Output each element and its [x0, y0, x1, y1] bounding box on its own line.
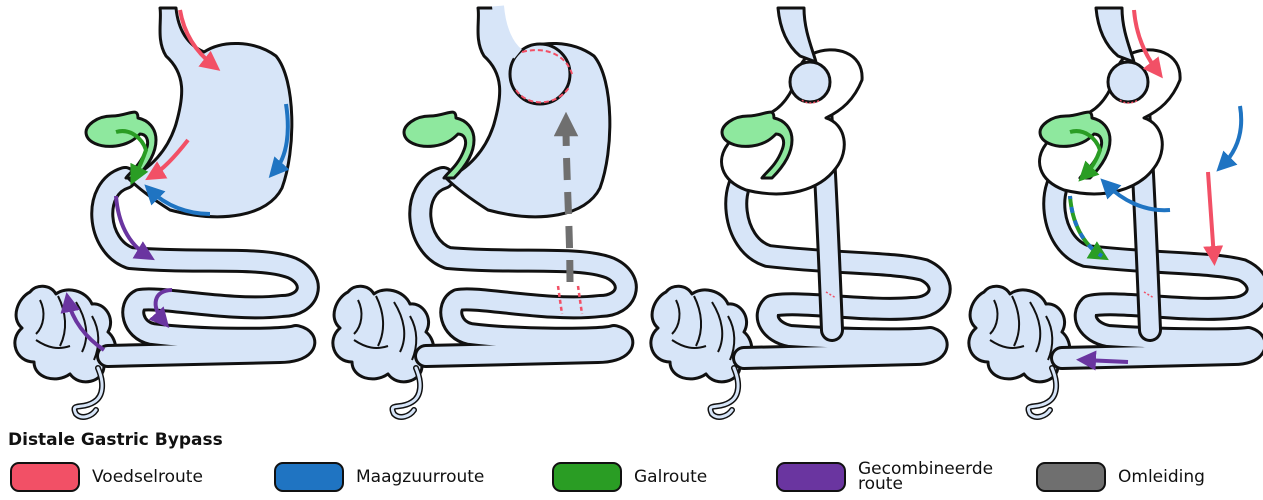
legend-label-bypass: Omleiding: [1118, 470, 1205, 485]
legend-label-combined: Gecombineerde route: [858, 462, 993, 492]
panel-planned-cuts: [333, 6, 626, 417]
combined-route-arrow: [1084, 360, 1128, 362]
panel-normal-anatomy: [15, 8, 308, 417]
legend-item-bile: Galroute: [552, 458, 707, 496]
bile-route-swatch: [552, 462, 622, 492]
acid-route-swatch: [274, 462, 344, 492]
bypass-route-swatch: [1036, 462, 1106, 492]
diagram-title: Distale Gastric Bypass: [8, 430, 223, 450]
legend-item-combined: Gecombineerde route: [776, 458, 993, 496]
panel-after-bypass-routes: [969, 8, 1258, 417]
legend-label-food: Voedselroute: [92, 470, 203, 485]
combined-route-swatch: [776, 462, 846, 492]
legend-label-bile: Galroute: [634, 470, 707, 485]
legend-label-acid: Maagzuurroute: [356, 470, 484, 485]
legend-item-acid: Maagzuurroute: [274, 458, 484, 496]
food-route-swatch: [10, 462, 80, 492]
bypass-diagram: [0, 0, 1263, 428]
panel-after-bypass: [651, 8, 940, 417]
acid-route-arrow: [1222, 106, 1241, 166]
food-route-arrow: [1208, 172, 1214, 258]
legend-item-bypass: Omleiding: [1036, 458, 1205, 496]
legend-item-food: Voedselroute: [10, 458, 203, 496]
